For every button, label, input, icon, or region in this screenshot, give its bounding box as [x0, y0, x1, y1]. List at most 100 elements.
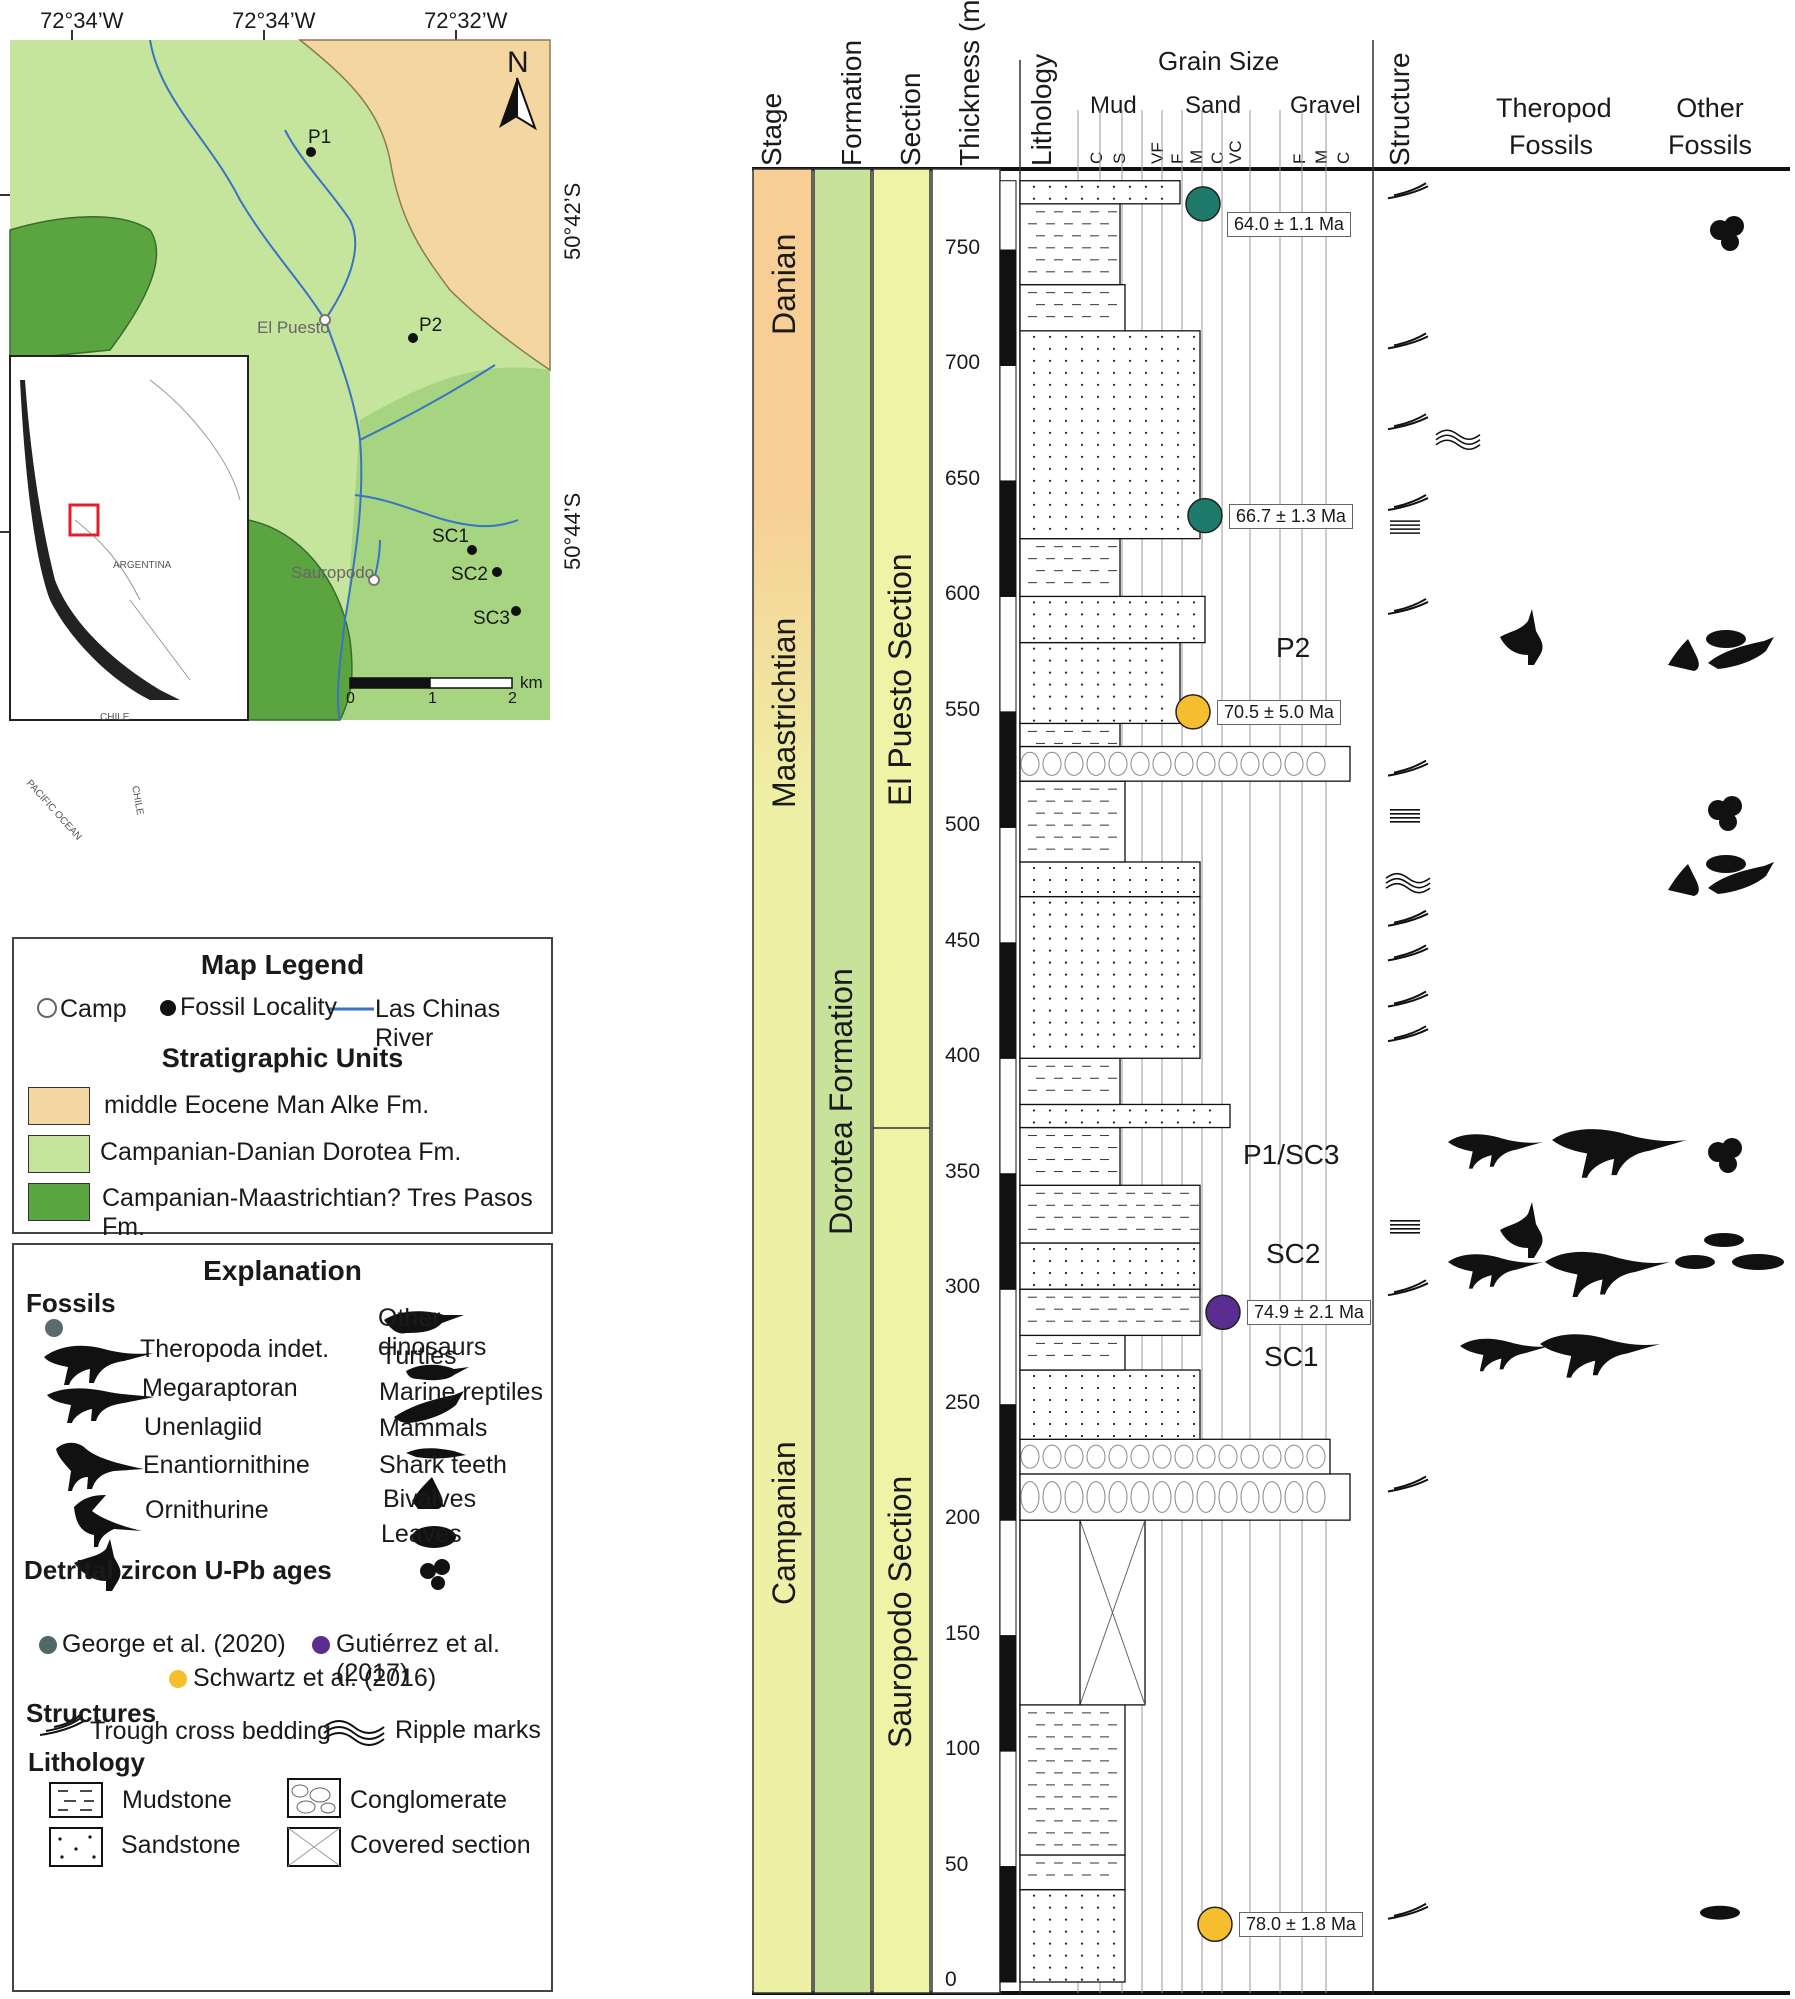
mud-bed	[1019, 203, 1121, 286]
sand-bed	[1019, 1242, 1201, 1290]
explanation-title: Explanation	[203, 1255, 362, 1286]
camp-label: El Puesto	[257, 318, 330, 337]
sand-bed	[1019, 180, 1181, 205]
level-label: P1/SC3	[1243, 1139, 1340, 1170]
section-el-puesto: El Puesto Section	[882, 553, 918, 806]
thickness-tick-label: 50	[945, 1852, 969, 1876]
longitude-label: 72°34’W	[232, 8, 316, 33]
mud-bed	[1019, 1126, 1121, 1186]
zircon-age-label: 66.7 ± 1.3 Ma	[1229, 503, 1353, 529]
zircon-age-label: 78.0 ± 1.8 Ma	[1239, 1912, 1363, 1938]
lith-covered: Covered section	[350, 1831, 531, 1859]
mud-bed	[1019, 1288, 1201, 1337]
legend-river: Las Chinas River	[375, 995, 501, 1052]
unit-eocene: middle Eocene Man Alke Fm.	[104, 1091, 430, 1119]
formation-label: Dorotea Formation	[823, 968, 859, 1235]
theropod-fossil-icon	[1551, 1129, 1687, 1178]
theropod-fossil-icon	[1545, 1251, 1670, 1297]
scale-tick: 0	[346, 690, 355, 707]
longitude-label: 72°34’W	[40, 8, 124, 33]
header-mud: Mud	[1090, 92, 1137, 119]
zircon-age-label: 64.0 ± 1.1 Ma	[1227, 211, 1351, 237]
explanation-panel: Explanation Fossils	[12, 1243, 553, 1992]
thickness-tick-label: 450	[945, 928, 981, 952]
zircon-schwartz: Schwartz et al. (2016)	[193, 1664, 437, 1692]
swatch-tres-pasos	[28, 1183, 90, 1221]
lith-sandstone: Sandstone	[121, 1831, 241, 1859]
theropod-fossil-icon	[1448, 1134, 1543, 1169]
mud-bed	[1019, 1057, 1121, 1106]
theropod-fossil-icon	[1460, 1338, 1550, 1372]
fossil-megaraptoran: Megaraptoran	[142, 1374, 298, 1402]
fossil-other-dinosaurs: Other dinosaurs	[378, 1304, 487, 1361]
level-label: SC2	[1266, 1238, 1321, 1269]
sand-bed	[1019, 330, 1201, 540]
thickness-tick-label: 200	[945, 1506, 981, 1530]
stage-danian: Danian	[766, 233, 802, 335]
fossil-bivalves: Bivalves	[383, 1485, 477, 1513]
thickness-tick-label: 750	[945, 236, 981, 259]
sand-bed	[1019, 1369, 1201, 1440]
longitude-label: 72°32’W	[424, 8, 508, 33]
explanation-symbols	[39, 1311, 469, 1867]
fossil-ornithurine: Ornithurine	[145, 1496, 269, 1524]
thickness-tick-label: 600	[945, 582, 981, 606]
map-legend-title: Map Legend	[200, 949, 365, 980]
thickness-tick-label: 250	[945, 1390, 981, 1414]
eocene-unit	[297, 39, 551, 372]
locality-label: SC3	[473, 608, 510, 629]
fossil-leaves: Leaves	[381, 1520, 462, 1548]
stage-maastrichtian: Maastrichtian	[766, 617, 802, 808]
lithology-title: Lithology	[28, 1747, 145, 1777]
lith-mudstone: Mudstone	[122, 1786, 232, 1814]
sand-bed	[1019, 1888, 1126, 1983]
zircon-gutierrez: Gutiérrez et al. (2017)	[336, 1630, 500, 1687]
sand-bed	[1019, 895, 1201, 1059]
thickness-tick-label: 650	[945, 466, 981, 490]
zircon-age-marker	[1205, 1294, 1241, 1331]
thickness-tick-label: 0	[945, 1968, 957, 1991]
zircon-age-marker	[1185, 186, 1221, 222]
sand-bed	[1019, 641, 1181, 725]
scale-unit: km	[520, 673, 543, 692]
locality-label: P1	[308, 127, 332, 148]
fossils-title: Fossils	[26, 1288, 116, 1318]
fossil-marine-reptiles: Marine reptiles	[379, 1378, 543, 1406]
level-label: P2	[1276, 632, 1311, 663]
legend-fossil-locality: Fossil Locality	[180, 993, 337, 1021]
mud-bed	[1019, 1704, 1126, 1856]
bird-fossil-icon	[1500, 609, 1543, 665]
tres-pasos-unit	[9, 216, 158, 361]
swatch-eocene	[28, 1087, 90, 1125]
north-label: N	[507, 46, 529, 79]
header-other: Other Fossils	[1667, 93, 1752, 160]
sand-bed	[1019, 595, 1206, 644]
strat-units-title: Stratigraphic Units	[161, 1043, 404, 1073]
thickness-tick-label: 550	[945, 697, 981, 721]
swatch-dorotea	[28, 1135, 90, 1173]
thickness-tick-label: 150	[945, 1621, 981, 1645]
bird-fossil-icon	[1500, 1202, 1543, 1258]
zircon-age-marker	[1175, 694, 1211, 730]
theropod-fossil-icon	[1448, 1254, 1543, 1289]
inset-label: ARGENTINA	[113, 560, 172, 571]
map-svg	[0, 30, 551, 721]
header-theropod: Theropod Fossils	[1496, 93, 1612, 160]
locator-box	[68, 503, 100, 537]
thickness-tick-label: 700	[945, 351, 981, 375]
mud-bed	[1019, 1854, 1126, 1891]
locality-label: P2	[419, 315, 443, 336]
zircon-george: George et al. (2020)	[62, 1630, 286, 1658]
scale-tick: 1	[428, 690, 437, 707]
fossil-theropoda: Theropoda indet.	[140, 1335, 330, 1363]
header-grain-size: Grain Size	[1158, 46, 1280, 76]
stage-campanian: Campanian	[766, 1441, 802, 1605]
unit-tres-pasos: Campanian-Maastrichtian? Tres Pasos Fm.	[102, 1184, 533, 1241]
sand-bed	[1019, 1103, 1231, 1129]
sand-bed	[1019, 861, 1201, 898]
fossil-enantiornithine: Enantiornithine	[143, 1451, 310, 1479]
inset-label: CHILE	[100, 712, 130, 723]
mud-bed	[1019, 722, 1121, 748]
thickness-tick-label: 500	[945, 813, 981, 837]
theropod-fossil-icon	[1540, 1334, 1660, 1378]
